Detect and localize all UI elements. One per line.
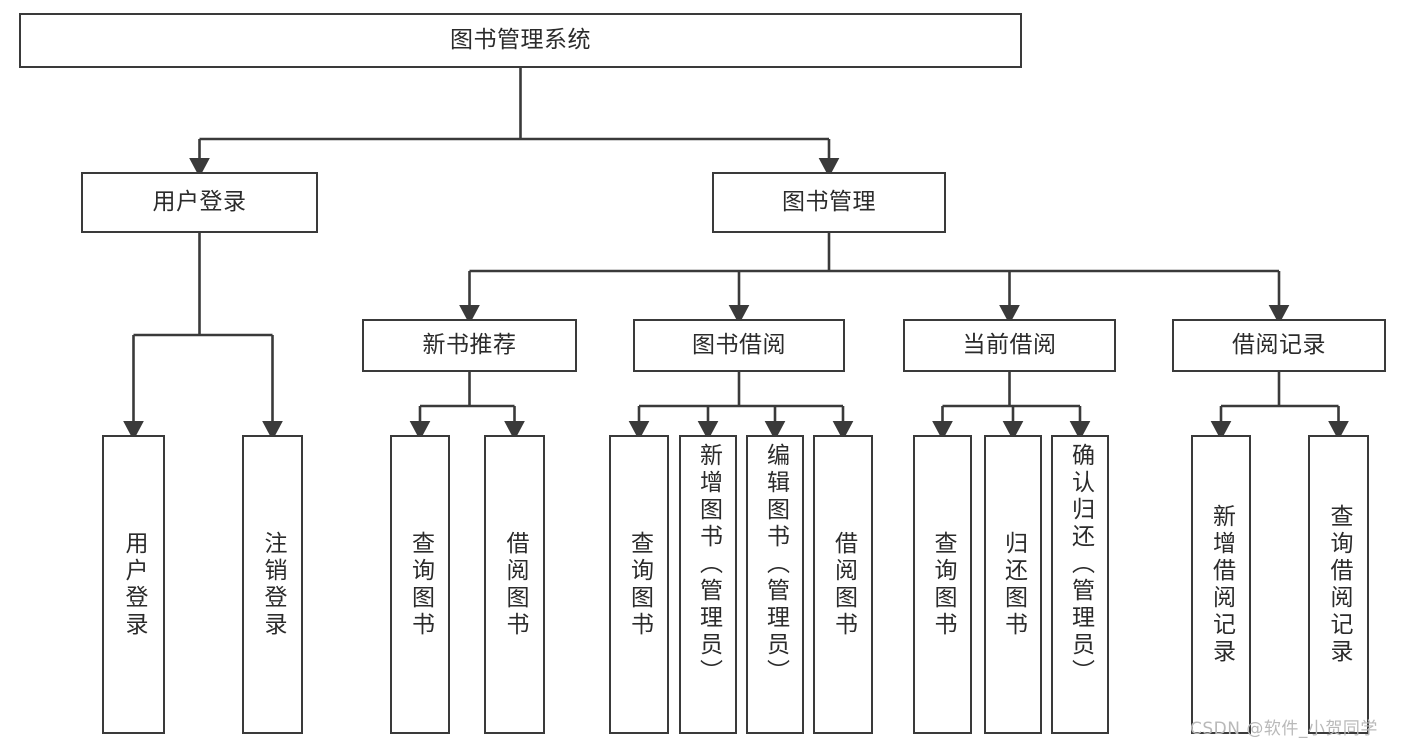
node-l-confirm[interactable]: 确认归还（管理员） bbox=[1051, 435, 1109, 734]
node-label: 确认归还（管理员） bbox=[1067, 443, 1094, 686]
node-l-bbook2[interactable]: 借阅图书 bbox=[813, 435, 873, 734]
node-borrow[interactable]: 图书借阅 bbox=[633, 319, 845, 372]
node-label: 借阅图书 bbox=[830, 530, 857, 639]
node-login[interactable]: 用户登录 bbox=[81, 172, 318, 233]
node-l-addbook[interactable]: 新增图书（管理员） bbox=[679, 435, 737, 734]
node-newbook[interactable]: 新书推荐 bbox=[362, 319, 577, 372]
node-label: 图书管理 bbox=[782, 189, 876, 215]
node-bookmgmt[interactable]: 图书管理 bbox=[712, 172, 946, 233]
node-records[interactable]: 借阅记录 bbox=[1172, 319, 1386, 372]
node-label: 编辑图书（管理员） bbox=[762, 443, 789, 686]
node-l-qbook2[interactable]: 查询图书 bbox=[609, 435, 669, 734]
node-label: 查询图书 bbox=[626, 530, 653, 639]
node-l-qrec[interactable]: 查询借阅记录 bbox=[1308, 435, 1369, 734]
csdn-watermark: CSDN @软件_小贺同学 bbox=[1190, 719, 1378, 739]
node-label: 新增图书（管理员） bbox=[695, 443, 722, 686]
node-l-qbook1[interactable]: 查询图书 bbox=[390, 435, 450, 734]
node-current[interactable]: 当前借阅 bbox=[903, 319, 1116, 372]
node-l-login[interactable]: 用户登录 bbox=[102, 435, 165, 734]
node-label: 借阅记录 bbox=[1232, 332, 1326, 358]
node-label: 借阅图书 bbox=[502, 530, 528, 639]
node-label: 查询图书 bbox=[930, 530, 956, 639]
node-label: 用户登录 bbox=[152, 189, 247, 215]
node-l-editbook[interactable]: 编辑图书（管理员） bbox=[746, 435, 804, 734]
node-l-bbook1[interactable]: 借阅图书 bbox=[484, 435, 545, 734]
node-label: 新增借阅记录 bbox=[1208, 503, 1235, 666]
node-root[interactable]: 图书管理系统 bbox=[19, 13, 1022, 68]
node-label: 图书管理系统 bbox=[450, 27, 591, 53]
node-l-qbook3[interactable]: 查询图书 bbox=[913, 435, 972, 734]
node-l-addrec[interactable]: 新增借阅记录 bbox=[1191, 435, 1251, 734]
node-label: 用户登录 bbox=[121, 530, 147, 639]
node-label: 查询图书 bbox=[407, 530, 434, 639]
node-label: 注销登录 bbox=[260, 530, 286, 639]
node-label: 当前借阅 bbox=[962, 332, 1057, 358]
node-l-logout[interactable]: 注销登录 bbox=[242, 435, 303, 734]
node-label: 新书推荐 bbox=[422, 332, 517, 358]
node-label: 图书借阅 bbox=[692, 332, 786, 358]
node-label: 查询借阅记录 bbox=[1326, 503, 1352, 666]
node-l-return[interactable]: 归还图书 bbox=[984, 435, 1042, 734]
node-label: 归还图书 bbox=[1000, 530, 1027, 639]
